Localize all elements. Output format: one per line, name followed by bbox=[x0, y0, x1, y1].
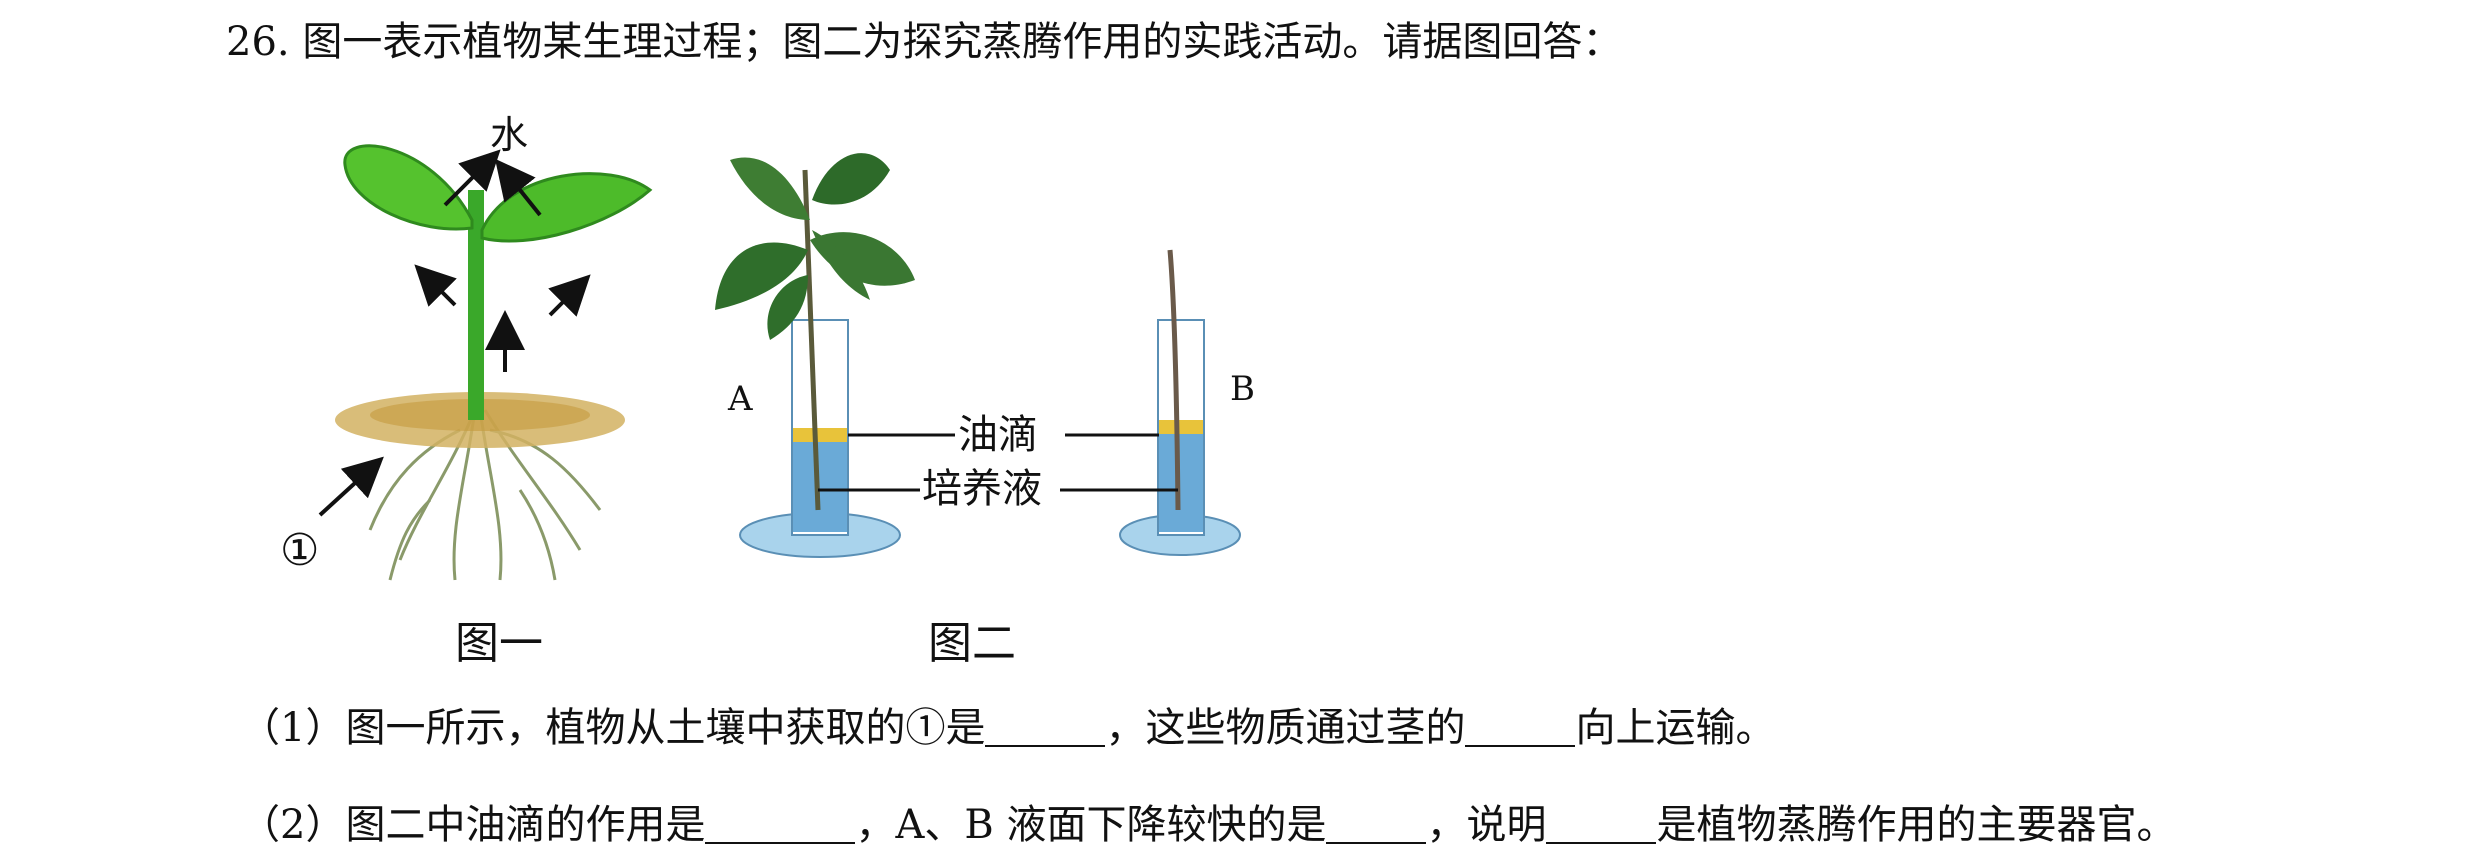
question-2: （2）图二中油滴的作用是 ，A、B 液面下降较快的是 ，说明 是植物蒸腾作用的主要器官… bbox=[240, 805, 2176, 845]
q1-text-1: （1）图一所示，植物从土壤中获取的①是 bbox=[240, 705, 986, 751]
label-culture-solution: 培养液 bbox=[922, 466, 1042, 512]
q2-text-1: （2）图二中油滴的作用是 bbox=[240, 802, 706, 848]
leaf-right-graphic bbox=[480, 172, 653, 243]
label-b: B bbox=[1230, 369, 1255, 409]
tube-b bbox=[1119, 249, 1241, 556]
q1-text-3: 向上运输。 bbox=[1575, 705, 1776, 751]
q2-blank-1[interactable] bbox=[705, 808, 856, 844]
q1-blank-2[interactable] bbox=[1465, 711, 1576, 747]
q2-blank-3[interactable] bbox=[1546, 808, 1657, 844]
stem-graphic bbox=[468, 190, 484, 420]
q2-text-3: ，说明 bbox=[1426, 802, 1547, 848]
figure-2-caption: 图二 bbox=[928, 618, 1016, 669]
figure-1-plant: 水 ① 图一 bbox=[280, 113, 653, 669]
label-water: 水 bbox=[490, 113, 528, 157]
label-a: A bbox=[727, 379, 753, 419]
q2-text-4: 是植物蒸腾作用的主要器官。 bbox=[1656, 802, 2177, 848]
label-oil-drop: 油滴 bbox=[958, 412, 1038, 458]
q2-blank-2[interactable] bbox=[1326, 808, 1427, 844]
question-title: 26. 图一表示植物某生理过程；图二为探究蒸腾作用的实践活动。请据图回答： bbox=[226, 19, 1623, 65]
question-1: （1）图一所示，植物从土壤中获取的①是 ，这些物质通过茎的 向上运输。 bbox=[240, 708, 1775, 748]
q1-text-2: ，这些物质通过茎的 bbox=[1105, 705, 1466, 751]
figure-2-experiment: A B 油滴 培养液 图二 bbox=[715, 153, 1255, 669]
figure-1-caption: 图一 bbox=[455, 618, 543, 669]
leaf-left-graphic bbox=[343, 144, 474, 231]
tube-a bbox=[715, 153, 915, 558]
q2-text-2: ，A、B 液面下降较快的是 bbox=[855, 802, 1327, 848]
label-marker-1: ① bbox=[280, 525, 319, 576]
q1-blank-1[interactable] bbox=[985, 711, 1106, 747]
